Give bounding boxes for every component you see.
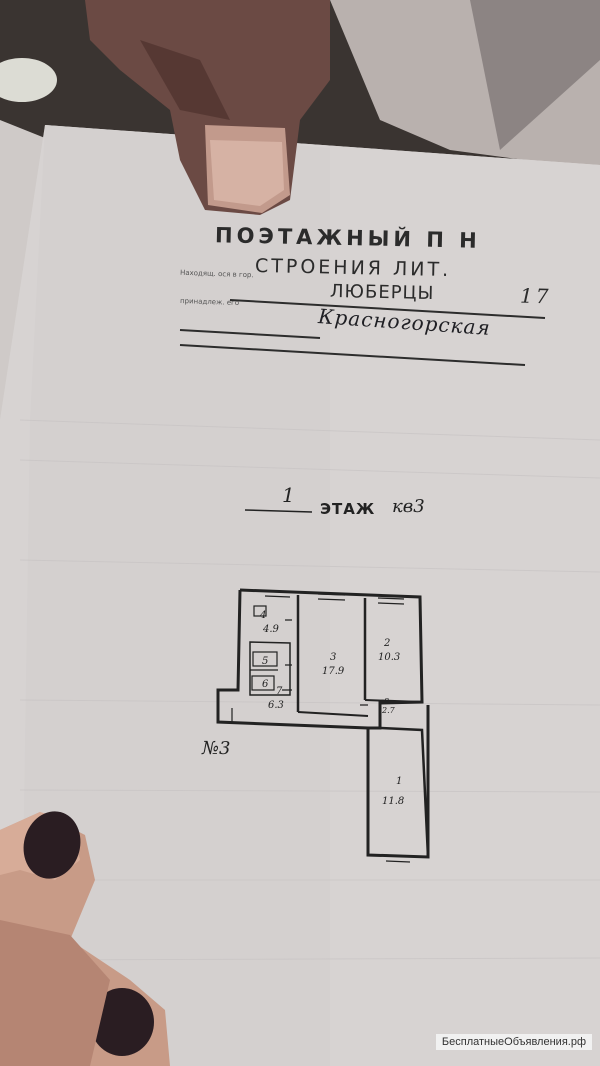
stamp-subtitle: СТРОЕНИЯ ЛИТ. <box>254 254 452 282</box>
room-5-number: 5 <box>262 656 269 667</box>
nail-2 <box>90 988 154 1056</box>
room-8-area: 2.7 <box>382 706 395 715</box>
ruled-lines <box>19 419 600 961</box>
apartment-side-label: №3 <box>202 738 231 759</box>
stamp-lines <box>179 299 546 366</box>
room-4-area: 4.9 <box>263 624 279 635</box>
room-7-number: 7 <box>276 686 283 697</box>
room-1-number: 1 <box>396 776 403 787</box>
stamp-city: ЛЮБЕРЦЫ <box>329 280 435 305</box>
room-2-area: 10.3 <box>378 652 401 663</box>
room-3-area: 17.9 <box>322 666 345 677</box>
room-8-number: 8 <box>384 697 390 706</box>
room-2-number: 2 <box>384 638 391 649</box>
floor-word: ЭТАЖ <box>320 500 376 518</box>
hand-top <box>85 0 330 215</box>
floor-number: 1 <box>282 483 295 507</box>
room-1-area: 11.8 <box>382 796 405 807</box>
floor-plan <box>216 588 430 863</box>
floor-underline <box>244 509 313 513</box>
room-7-area: 6.3 <box>268 700 284 711</box>
apartment-label: кв3 <box>392 496 425 517</box>
room-6-number: 6 <box>262 679 269 690</box>
room-3-number: 3 <box>330 652 337 663</box>
nail-1 <box>23 811 81 879</box>
stamp-house-number: 17 <box>519 283 552 309</box>
watermark: БесплатныеОбъявления.рф <box>435 1034 592 1050</box>
hand-bottom <box>0 811 170 1066</box>
room-4-number: 4 <box>260 610 267 621</box>
